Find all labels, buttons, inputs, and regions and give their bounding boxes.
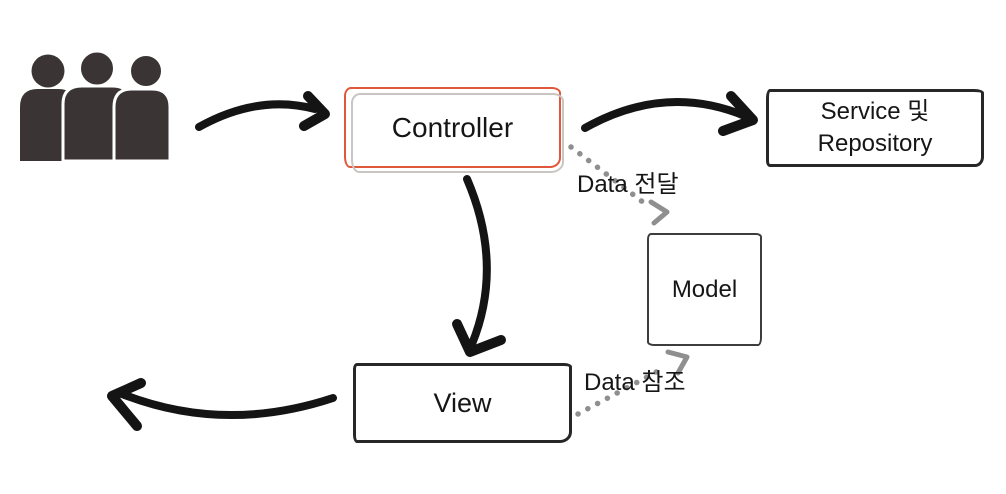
dotted-arrow-controller-to-model — [568, 144, 670, 226]
model-label: Model — [671, 275, 738, 303]
arrow-view-to-users — [107, 378, 337, 431]
arrow-users-to-controller — [195, 91, 330, 131]
dotted-arrow-view-to-model — [575, 349, 690, 417]
arrow-controller-to-service — [581, 91, 758, 136]
view-box: View — [353, 363, 572, 443]
service-repository-label: Service 및 Repository — [818, 96, 933, 160]
model-box: Model — [647, 233, 762, 346]
person-right-icon — [112, 53, 172, 163]
edge-label-data-ref: Data 참조 — [584, 369, 686, 396]
controller-label: Controller — [391, 111, 514, 143]
service-repository-box: Service 및 Repository — [766, 89, 984, 167]
users-icon — [20, 49, 172, 163]
arrow-controller-to-view — [452, 175, 506, 357]
edge-label-data-pass: Data 전달 — [577, 171, 679, 198]
view-label: View — [433, 387, 492, 418]
controller-box: Controller — [344, 87, 564, 173]
service-line-1: Service 및 — [820, 98, 930, 125]
service-line-2: Repository — [817, 130, 933, 157]
